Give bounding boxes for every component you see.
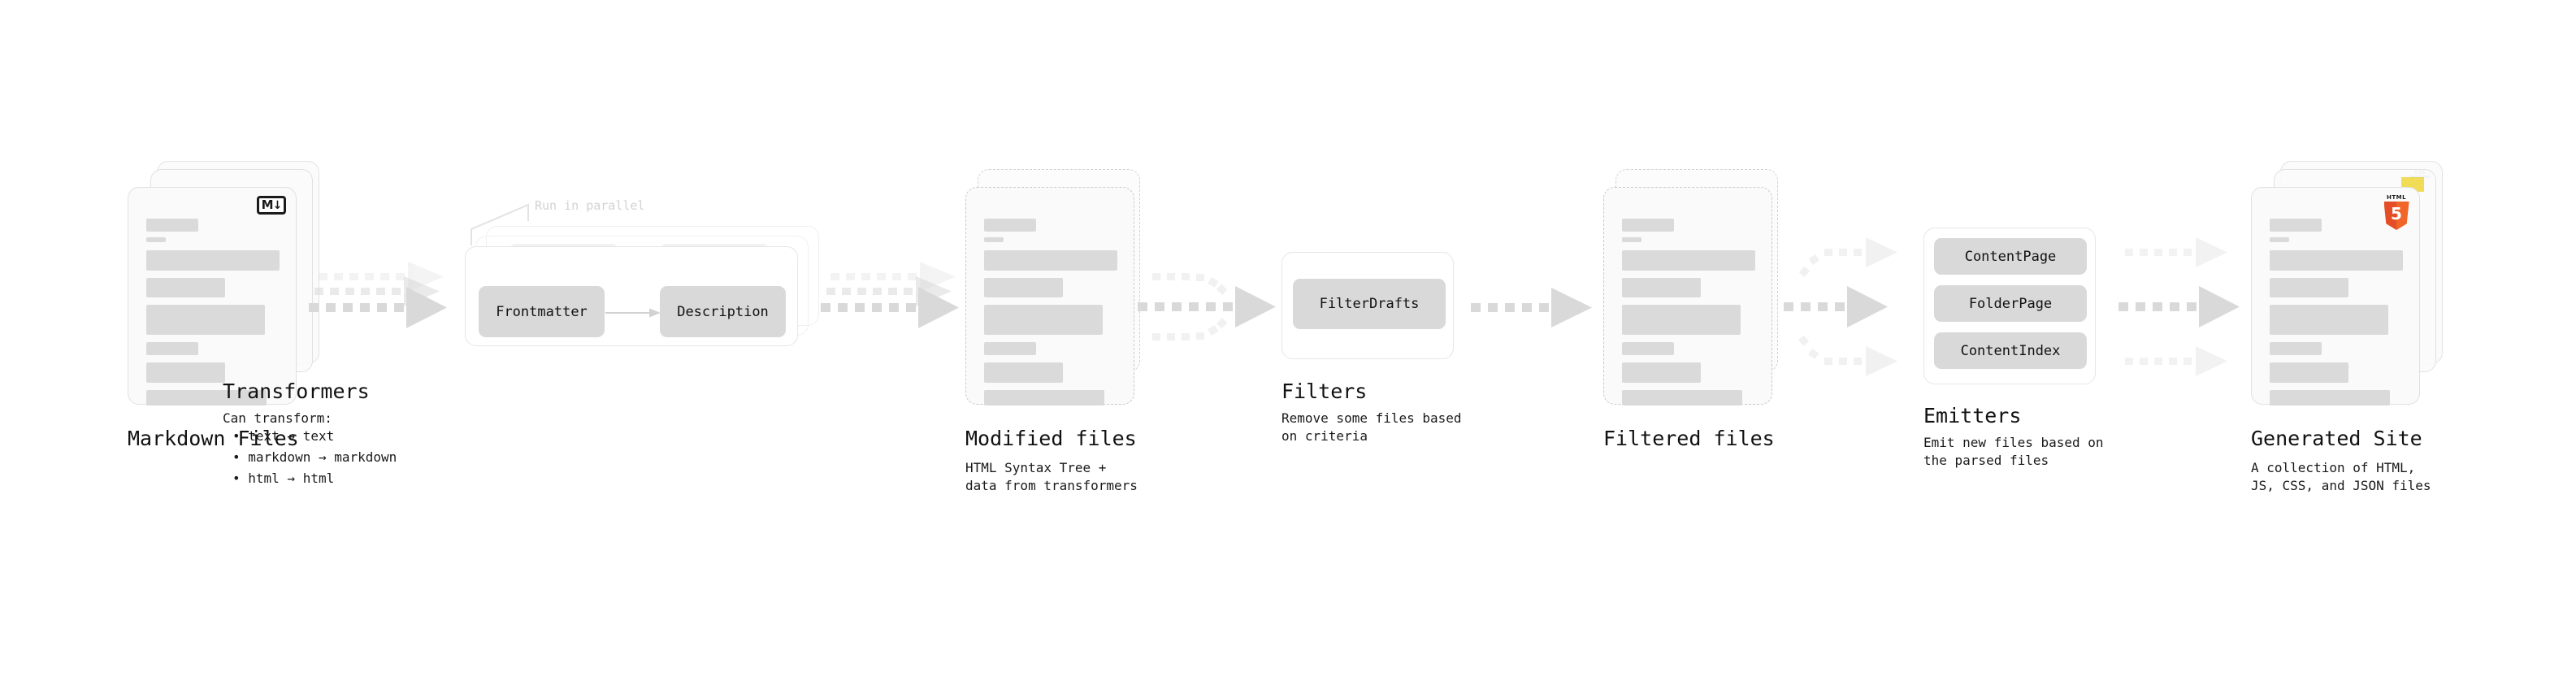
emitters-subtitle: Emit new files based on the parsed files	[1923, 435, 2104, 468]
site-card-lines	[2270, 219, 2405, 411]
transformers-bullet-0: • text → text	[232, 428, 335, 444]
transformers-subtitle: Can transform:	[223, 410, 332, 426]
arrow-transformers-to-modified	[819, 262, 974, 341]
emitter-node-folderpage[interactable]: FolderPage	[1934, 285, 2087, 322]
filtered-card-front	[1603, 187, 1772, 406]
markdown-files-title: Markdown Files	[128, 427, 299, 450]
transformers-title-real: Transformers	[223, 380, 370, 403]
html5-icon: HTML 5	[2383, 194, 2410, 230]
transformer-node-frontmatter[interactable]: Frontmatter	[479, 286, 605, 337]
markdown-card-lines	[146, 219, 281, 411]
filtered-card-lines	[1622, 219, 1757, 411]
emitter-node-contentindex[interactable]: ContentIndex	[1934, 332, 2087, 369]
arrow-modified-to-filters	[1136, 268, 1290, 345]
markdown-icon: M↓	[257, 196, 286, 215]
generated-site-title: Generated Site	[2251, 427, 2422, 450]
transformers-bullet-1: • markdown → markdown	[232, 449, 397, 465]
run-in-parallel-label: Run in parallel	[535, 198, 645, 213]
filter-node-filterdrafts[interactable]: FilterDrafts	[1293, 279, 1446, 329]
markdown-icon-letter: M	[261, 197, 274, 212]
site-card-front: HTML 5	[2251, 187, 2420, 406]
filters-subtitle: Remove some files based on criteria	[1281, 410, 1462, 444]
transformer-node-description[interactable]: Description	[660, 286, 786, 337]
modified-card-front	[965, 187, 1134, 406]
arrow-filters-to-filtered	[1471, 288, 1593, 338]
generated-site-subtitle: A collection of HTML, JS, CSS, and JSON …	[2251, 460, 2431, 493]
markdown-card-front: M↓	[128, 187, 297, 406]
modified-card-lines	[984, 219, 1119, 411]
run-in-parallel-bracket	[471, 203, 529, 245]
emitters-title: Emitters	[1923, 404, 2022, 427]
markdown-icon-arrow: ↓	[272, 198, 283, 212]
modified-files-subtitle: HTML Syntax Tree + data from transformer…	[965, 460, 1138, 493]
filtered-files-title: Filtered files	[1603, 427, 1775, 450]
arrow-emitters-to-site	[2117, 232, 2255, 386]
emitter-node-contentpage[interactable]: ContentPage	[1934, 238, 2087, 275]
arrow-markdown-to-transformers	[307, 262, 462, 341]
transformers-connector	[605, 308, 661, 318]
arrow-filtered-to-emitters	[1784, 232, 1926, 386]
modified-files-title: Modified files	[965, 427, 1137, 450]
transformers-bullet-2: • html → html	[232, 471, 335, 486]
html5-icon-number: 5	[2391, 204, 2402, 223]
filters-title: Filters	[1281, 380, 1368, 403]
html5-icon-label: HTML	[2386, 194, 2407, 201]
